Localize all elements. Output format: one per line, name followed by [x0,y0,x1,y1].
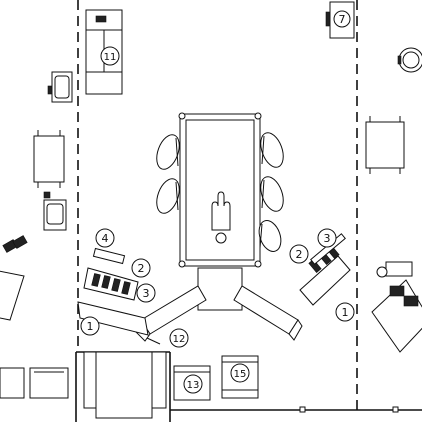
label-2-right: 2 [289,244,309,264]
label-2-left: 2 [131,258,151,278]
console-station-bottom [83,351,167,419]
svg-text:1: 1 [87,320,94,333]
operating-table [178,112,262,268]
instrument-cart-right [299,233,351,306]
svg-text:7: 7 [339,13,346,26]
svg-text:3: 3 [143,287,150,300]
label-11: 11 [100,46,120,66]
svg-text:2: 2 [296,248,303,261]
label-7: 7 [333,10,351,28]
chair-right-1 [260,132,284,168]
svg-text:13: 13 [187,380,200,391]
instrument-cart-left [77,247,149,336]
svg-text:4: 4 [102,232,109,245]
central-hub [197,267,243,311]
label-3-right: 3 [317,228,337,248]
svg-text:1: 1 [342,306,349,319]
patient-side-robot-left [0,235,28,321]
side-table-left [33,130,65,188]
label-3-left: 3 [136,283,156,303]
svg-text:3: 3 [324,232,331,245]
chair-right-2 [260,176,284,212]
chair-left-1 [156,134,180,170]
label-4: 4 [95,228,115,248]
svg-text:11: 11 [104,52,117,63]
surgeon-figure [211,191,231,244]
monitor-cart-left-top [47,71,73,103]
svg-text:2: 2 [138,262,145,275]
label-1-right: 1 [335,302,355,322]
label-12: 12 [169,328,189,348]
label-15: 15 [230,363,250,383]
chair-left-2 [156,178,180,214]
svg-text:15: 15 [234,369,247,380]
svg-text:12: 12 [173,334,186,345]
label-13: 13 [183,374,203,394]
patient-side-robot-right [371,261,422,353]
chair-right-3 [258,220,282,252]
cabinet-bottom-edge [0,367,25,399]
round-stool-right [397,47,422,73]
side-table-right [365,116,405,174]
label-1-left: 1 [80,316,100,336]
monitor-cart-left-bottom [43,191,67,231]
cabinet-bottom-left [29,367,69,399]
robot-arm-right [233,285,303,341]
